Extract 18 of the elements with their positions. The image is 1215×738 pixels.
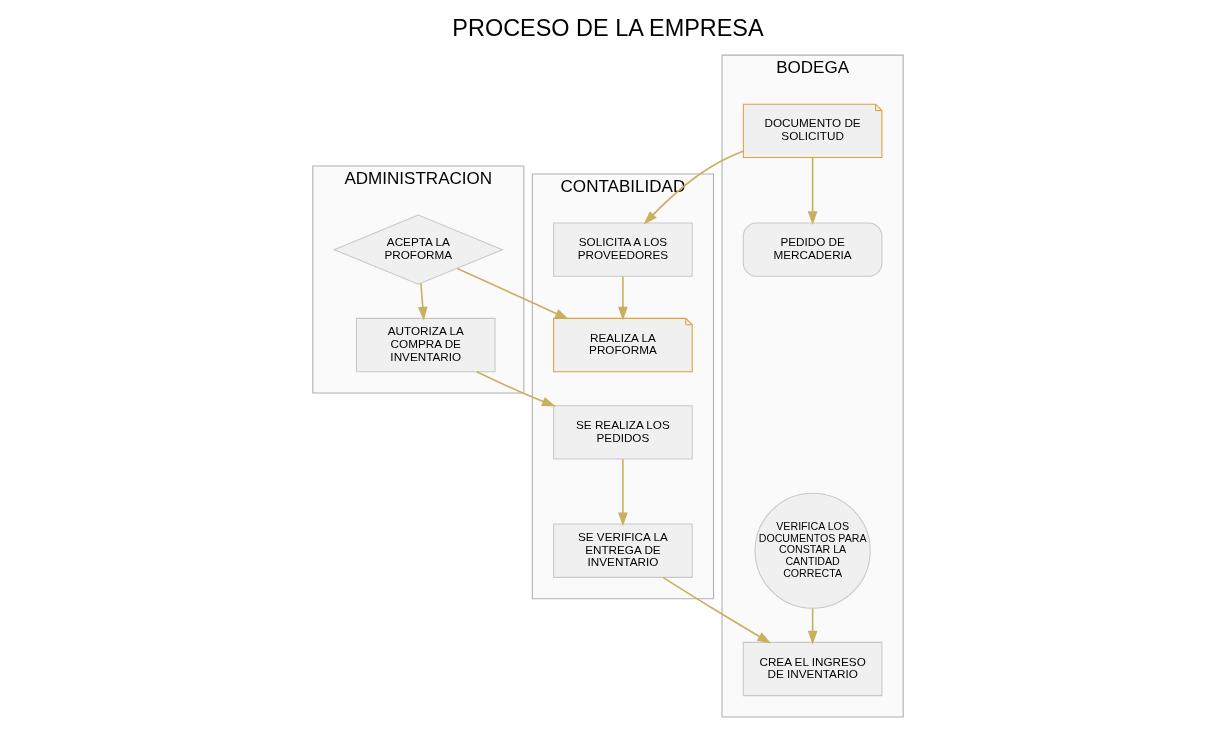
arrow: [807, 156, 817, 226]
node-box: AUTORIZA LA COMPRA DE INVENTARIO: [355, 317, 496, 373]
node-box: SE VERIFICA LA ENTREGA DE INVENTARIO: [552, 523, 693, 578]
arrow: [417, 282, 428, 321]
arrow: [455, 267, 569, 320]
node-circle: VERIFICA LOS DOCUMENTOS PARA CONSTAR LA CANTIDAD CORRECTA: [754, 492, 871, 609]
arrow: [807, 607, 817, 645]
node-box: PEDIDO DE MERCADERIA: [742, 222, 882, 277]
node-box: SE REALIZA LOS PEDIDOS: [552, 405, 693, 460]
arrow: [617, 275, 628, 321]
diagram-title: PROCESO DE LA EMPRESA: [451, 14, 764, 41]
arrow: [662, 576, 771, 644]
node-box: CREA EL INGRESO DE INVENTARIO: [742, 641, 882, 697]
arrow: [643, 150, 744, 225]
node-box: SOLICITA A LOS PROVEEDORES: [552, 222, 693, 277]
node-diamond: ACEPTA LA PROFORMA: [332, 214, 504, 285]
arrow: [475, 370, 556, 407]
arrow: [617, 458, 628, 527]
